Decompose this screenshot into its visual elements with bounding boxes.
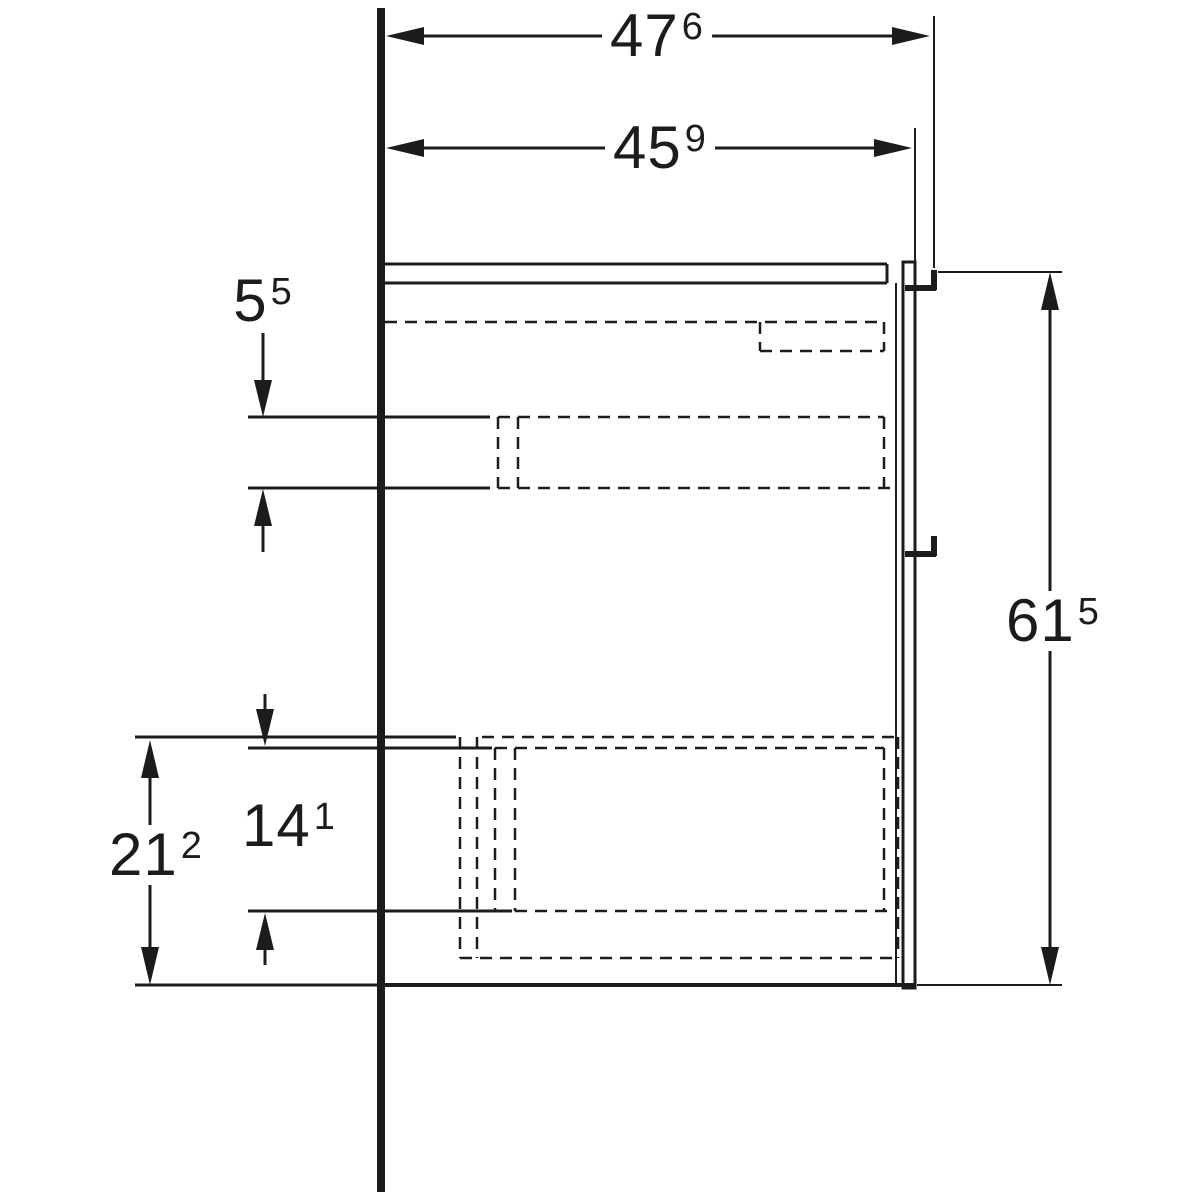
arrowhead-right-icon bbox=[874, 139, 912, 157]
dim-value: 45 bbox=[613, 114, 682, 181]
reference-lines bbox=[135, 415, 512, 987]
dim-inner-drawer-height-label: 141 bbox=[234, 796, 344, 856]
arrowhead-down-icon bbox=[1041, 947, 1059, 985]
hidden-edges bbox=[385, 320, 900, 960]
dim-value-decimal: 2 bbox=[180, 825, 203, 867]
dim-top-drawer-offset-label: 55 bbox=[225, 271, 301, 331]
dim-value: 5 bbox=[233, 267, 268, 334]
bottom-drawer-handle bbox=[905, 536, 937, 557]
arrowhead-up-icon bbox=[1041, 272, 1059, 310]
wall-line bbox=[377, 8, 385, 1192]
dim-value: 21 bbox=[109, 821, 178, 888]
arrowhead-down-icon bbox=[256, 709, 274, 746]
arrowhead-left-icon bbox=[386, 139, 424, 157]
dim-value: 61 bbox=[1006, 587, 1075, 654]
extension-lines bbox=[914, 16, 1062, 986]
dim-body-depth-label: 459 bbox=[605, 118, 715, 178]
top-drawer-handle bbox=[905, 270, 937, 291]
dim-inner-drawer-height bbox=[256, 694, 274, 965]
upper-drawer-hidden-outline bbox=[496, 415, 898, 490]
lower-drawer-hidden-outline bbox=[458, 735, 900, 960]
arrowhead-up-icon bbox=[256, 913, 274, 950]
dim-value-decimal: 1 bbox=[313, 796, 336, 838]
arrowhead-left-icon bbox=[386, 27, 424, 45]
dim-value: 14 bbox=[242, 792, 311, 859]
arrowhead-right-icon bbox=[892, 27, 930, 45]
arrowhead-up-icon bbox=[141, 740, 159, 778]
dim-value-decimal: 5 bbox=[270, 271, 293, 313]
top-connector-hidden-box bbox=[758, 322, 886, 353]
dim-top-drawer-offset bbox=[254, 333, 272, 552]
dim-value: 47 bbox=[610, 2, 679, 69]
dim-value-decimal: 9 bbox=[684, 118, 707, 160]
dim-value-decimal: 5 bbox=[1077, 591, 1100, 633]
inner-drawer-hidden-outline bbox=[493, 746, 893, 913]
dim-value-decimal: 6 bbox=[681, 6, 704, 48]
cabinet-front-panel bbox=[901, 260, 917, 990]
cabinet-top-panel bbox=[385, 262, 889, 285]
arrowhead-down-icon bbox=[141, 947, 159, 985]
dim-lower-drawer-height-label: 212 bbox=[101, 825, 211, 885]
handles bbox=[905, 270, 937, 557]
dim-overall-height-label: 615 bbox=[998, 591, 1108, 651]
cabinet-outline bbox=[385, 260, 917, 990]
arrowhead-down-icon bbox=[254, 380, 272, 417]
arrowhead-up-icon bbox=[254, 489, 272, 526]
dim-overall-depth-label: 476 bbox=[602, 6, 712, 66]
